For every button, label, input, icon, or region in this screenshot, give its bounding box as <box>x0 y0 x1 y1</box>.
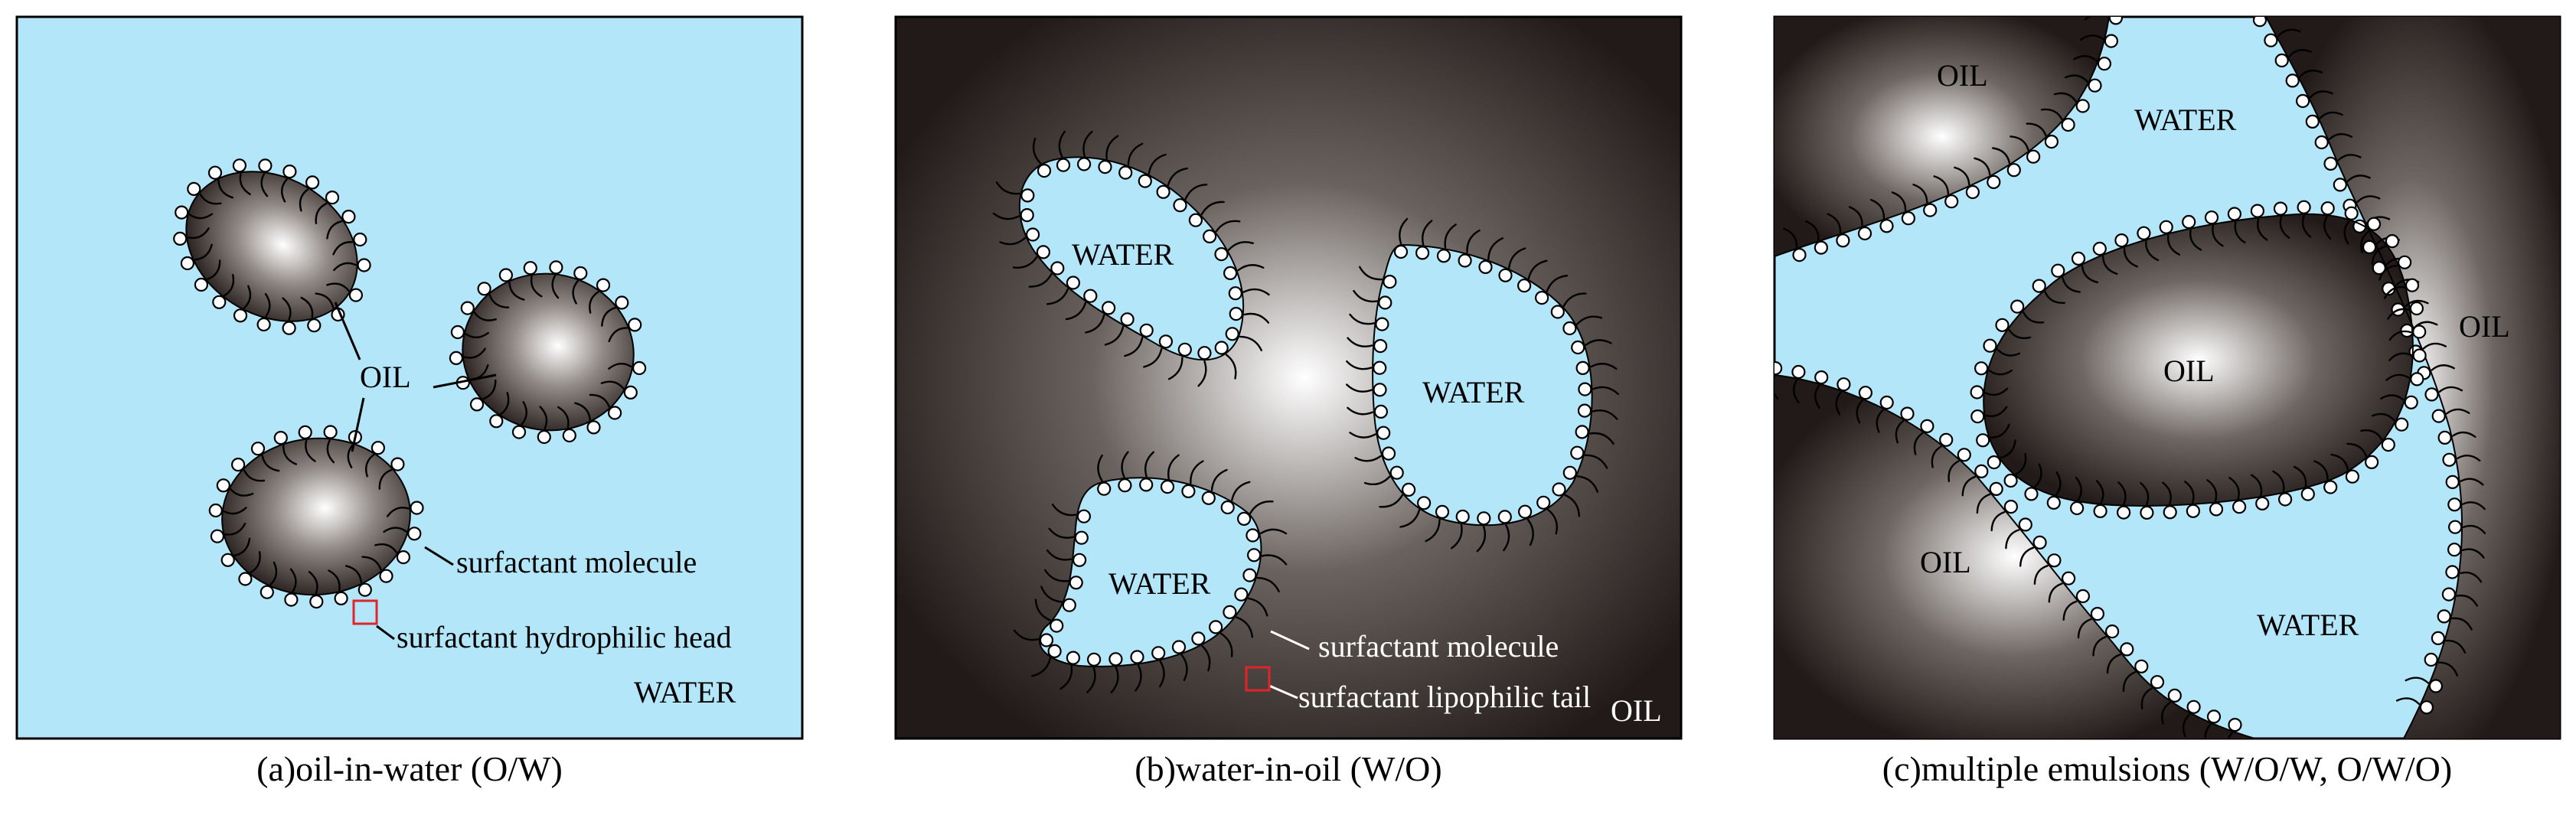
panel-c: OIL WATER OIL OIL OIL WATER <box>1773 15 2561 740</box>
panel-c-oil-label-4: OIL <box>1920 545 1971 579</box>
pointer-line-oil-2 <box>433 373 497 389</box>
pointer-line-hydrophilic-head <box>376 624 395 641</box>
caption-panel-b: (b)water-in-oil (W/O) <box>1135 749 1442 788</box>
oil-droplet-2 <box>449 260 647 445</box>
oil-droplet-center <box>1983 214 2413 506</box>
panel-a-hydrophilic-head-label: surfactant hydrophilic head <box>397 620 732 654</box>
oil-droplet-1 <box>173 158 371 335</box>
surfactant-heads <box>173 158 371 335</box>
surfactant-tails <box>1346 217 1619 553</box>
panel-b-water-label-1: WATER <box>1072 237 1174 272</box>
surfactant-heads <box>1020 157 1243 360</box>
surfactant-heads <box>2252 17 2463 715</box>
surfactant-heads <box>208 425 424 609</box>
surfactant-tails <box>223 439 410 595</box>
caption-panel-a: (a)oil-in-water (O/W) <box>256 749 563 788</box>
surfactant-heads <box>1373 244 1592 526</box>
hydrophilic-head-marker <box>352 599 378 625</box>
pointer-line-oil-3 <box>351 397 365 452</box>
pointer-line-oil-1 <box>334 302 361 360</box>
panel-a-oil-label: OIL <box>360 360 411 394</box>
water-droplet-3 <box>1013 451 1288 693</box>
panel-c-surfactant-layers <box>1774 17 2486 739</box>
panel-a: OIL surfactant molecule surfactant hydro… <box>15 15 804 740</box>
panel-a-water-bg <box>15 15 804 740</box>
interface-1 <box>1774 17 2123 262</box>
panel-b-water-label-2: WATER <box>1422 375 1525 409</box>
oil-region-top-left <box>1774 17 2109 256</box>
surfactant-heads <box>1774 361 2242 732</box>
surfactant-heads <box>449 260 647 445</box>
panel-a-surfactant-molecule-label: surfactant molecule <box>456 545 697 579</box>
surfactant-heads <box>1970 200 2427 520</box>
surfactant-heads <box>1039 478 1262 667</box>
panel-c-oil-label-1: OIL <box>1937 58 1988 93</box>
panel-b-water-label-3: WATER <box>1108 566 1211 601</box>
water-droplet-2 <box>1346 217 1619 553</box>
surfactant-tails <box>1783 17 2109 248</box>
surfactant-tails <box>1013 451 1288 693</box>
panel-c-oil-label-3: OIL <box>2459 309 2510 344</box>
interface-3 <box>1774 361 2255 739</box>
caption-panel-c: (c)multiple emulsions (W/O/W, O/W/O) <box>1882 749 2453 788</box>
panel-c-water-label-2: WATER <box>2257 608 2359 642</box>
oil-droplet-3 <box>208 425 424 609</box>
surfactant-tails <box>992 130 1270 387</box>
surfactant-heads <box>1792 17 2123 262</box>
panel-b: WATER WATER WATER surfactant molecule su… <box>894 15 1683 740</box>
pointer-line-lipophilic-tail <box>1268 684 1298 699</box>
interface-4 <box>1970 200 2427 520</box>
panel-b-surfactant-molecule-label: surfactant molecule <box>1318 629 1559 664</box>
panel-b-lipophilic-tail-label: surfactant lipophilic tail <box>1298 680 1591 714</box>
oil-region-right <box>2266 17 2560 739</box>
oil-region-bottom-left <box>1774 375 2254 739</box>
lipophilic-tail-marker <box>1245 666 1271 692</box>
panel-a-water-label: WATER <box>634 675 736 709</box>
panel-c-water-label-1: WATER <box>2134 103 2237 137</box>
panel-c-oil-label-2: OIL <box>2163 354 2215 388</box>
panel-b-oil-label: OIL <box>1611 693 1662 728</box>
surfactant-tails <box>187 173 357 321</box>
pointer-line-surfactant-molecule <box>424 546 454 566</box>
pointer-line-surfactant-molecule-b <box>1270 630 1310 651</box>
water-droplet-1 <box>992 130 1270 387</box>
surfactant-tails <box>1774 375 2233 739</box>
surfactant-tails <box>1984 214 2412 506</box>
